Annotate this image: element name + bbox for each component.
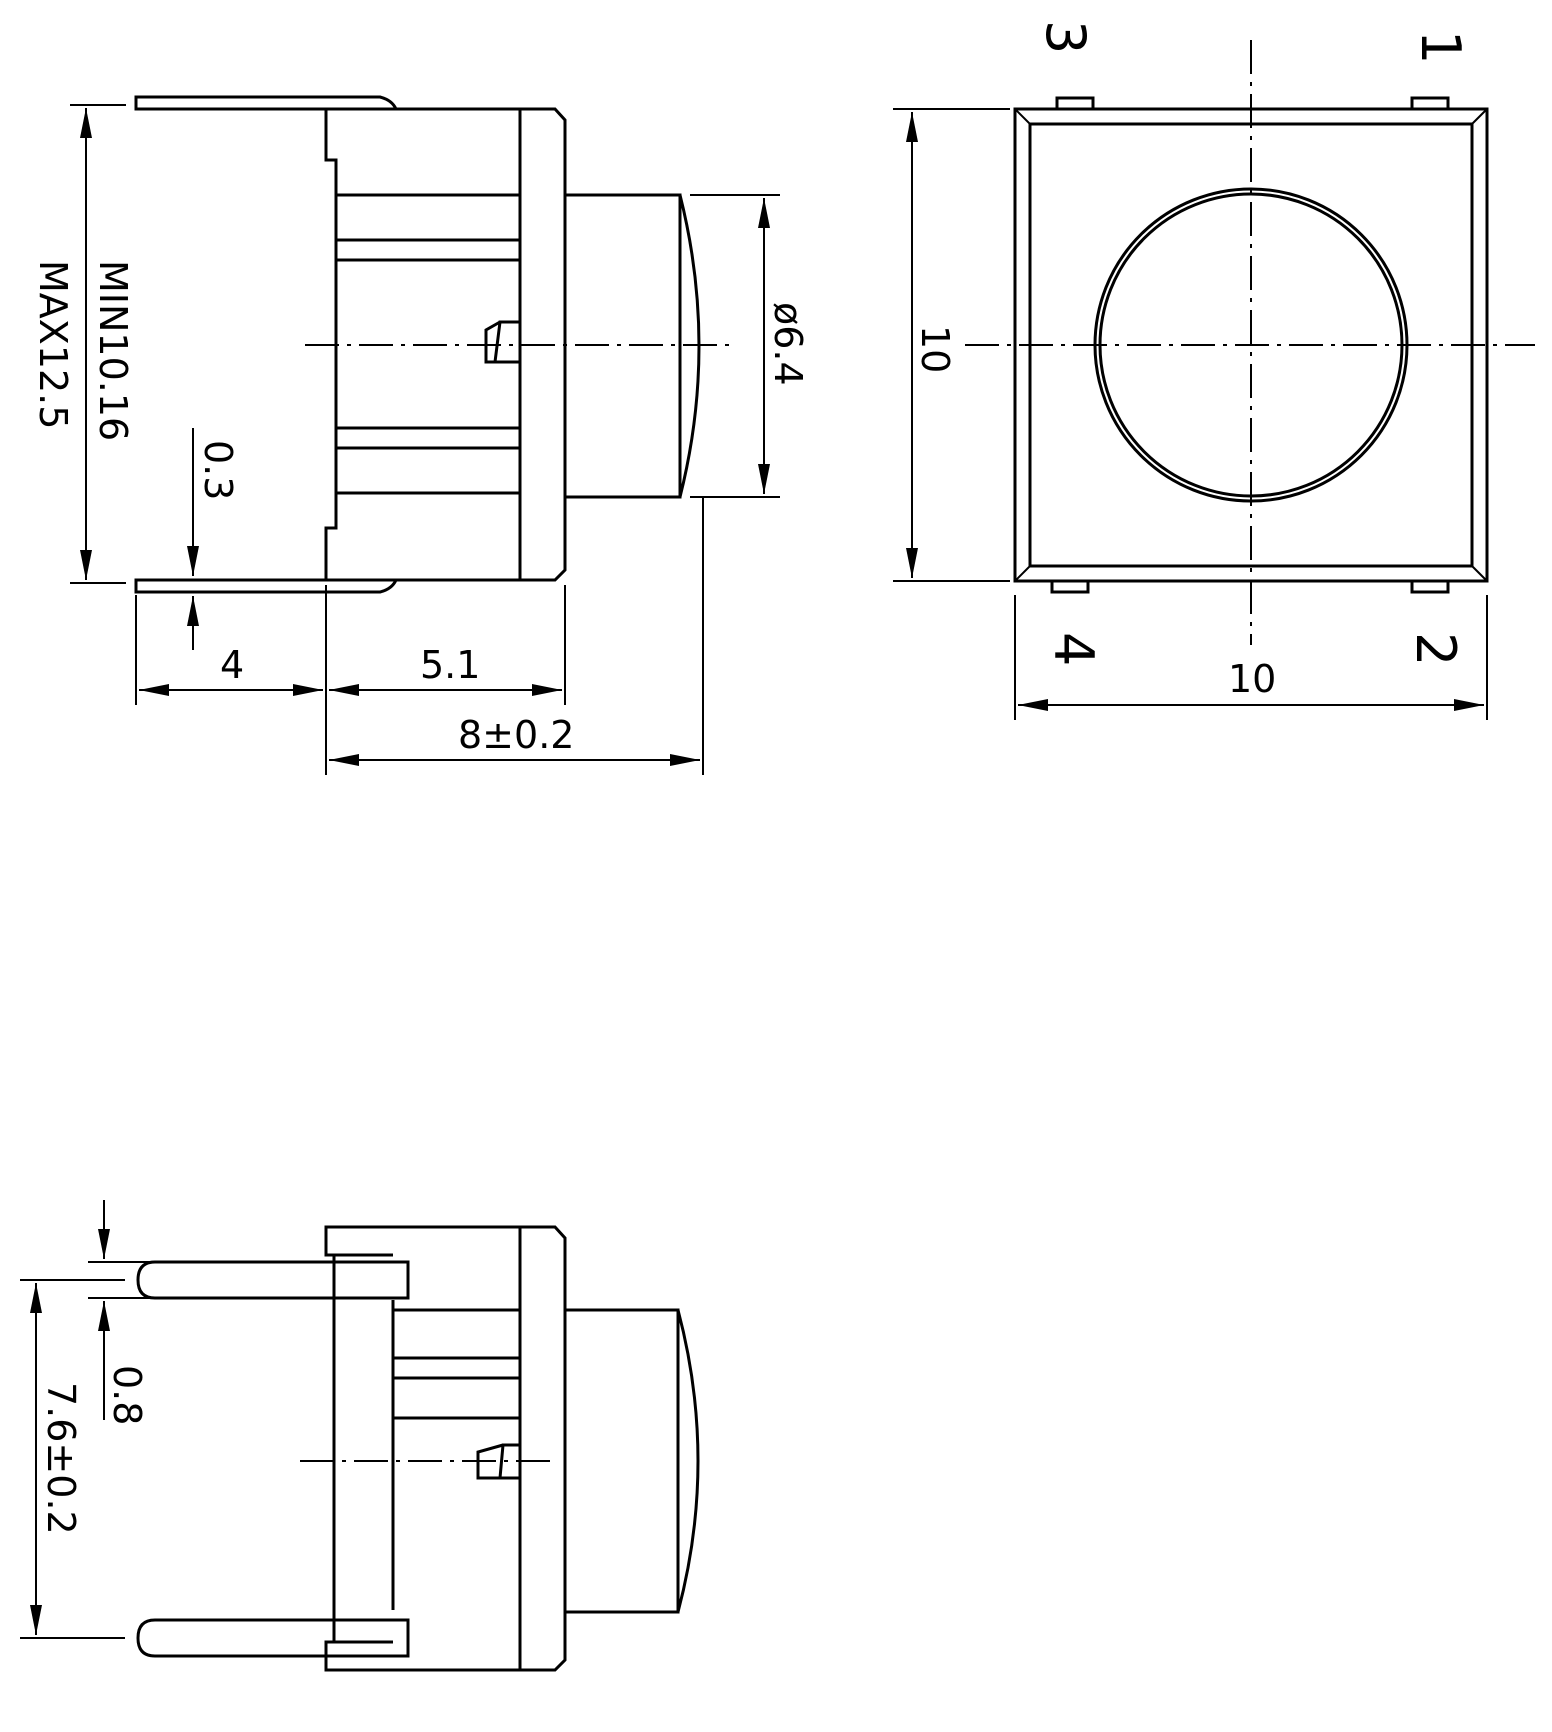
dim-lead-pitch: 7.6±0.2 [39, 1382, 83, 1535]
cap-bottom [565, 1308, 680, 1614]
pin-tab-4 [1050, 579, 1090, 594]
notch [484, 320, 520, 364]
pin-label-1: 1 [1409, 30, 1472, 64]
pin-label-3: 3 [1034, 20, 1097, 54]
lower-pin [136, 1618, 410, 1658]
pin-tab-3 [1055, 96, 1095, 111]
dim-body-depth: 5.1 [420, 643, 480, 687]
cap [565, 193, 682, 499]
dim-height-max: MAX12.5 [31, 260, 75, 429]
front-plate [518, 107, 567, 582]
upper-pin [136, 1260, 410, 1300]
dim-top-width: 10 [1228, 657, 1276, 701]
housing [324, 107, 522, 582]
notch-bottom [476, 1443, 520, 1480]
side-view: MIN10.16 MAX12.5 0.3 4 5.1 8±0.2 ø6.4 [31, 95, 810, 775]
pin-tab-2 [1410, 579, 1450, 594]
dim-lead-length: 4 [220, 643, 244, 687]
dim-height-min: MIN10.16 [91, 260, 135, 441]
pin-label-4: 4 [1042, 632, 1105, 666]
pin-label-2: 2 [1404, 632, 1467, 666]
dim-lead-width: 0.8 [105, 1365, 149, 1425]
top-view: 3 1 4 2 10 10 [893, 20, 1535, 720]
top-lead [134, 95, 398, 111]
dim-lead-thickness: 0.3 [196, 440, 240, 500]
pin-tab-1 [1410, 96, 1450, 111]
dim-total-depth: 8±0.2 [458, 713, 574, 757]
bottom-view: 0.8 7.6±0.2 [20, 1200, 700, 1672]
dim-cap-diameter: ø6.4 [766, 302, 810, 386]
bottom-lead [134, 578, 398, 594]
dim-top-height: 10 [913, 325, 957, 373]
front-plate-bottom [518, 1225, 567, 1672]
